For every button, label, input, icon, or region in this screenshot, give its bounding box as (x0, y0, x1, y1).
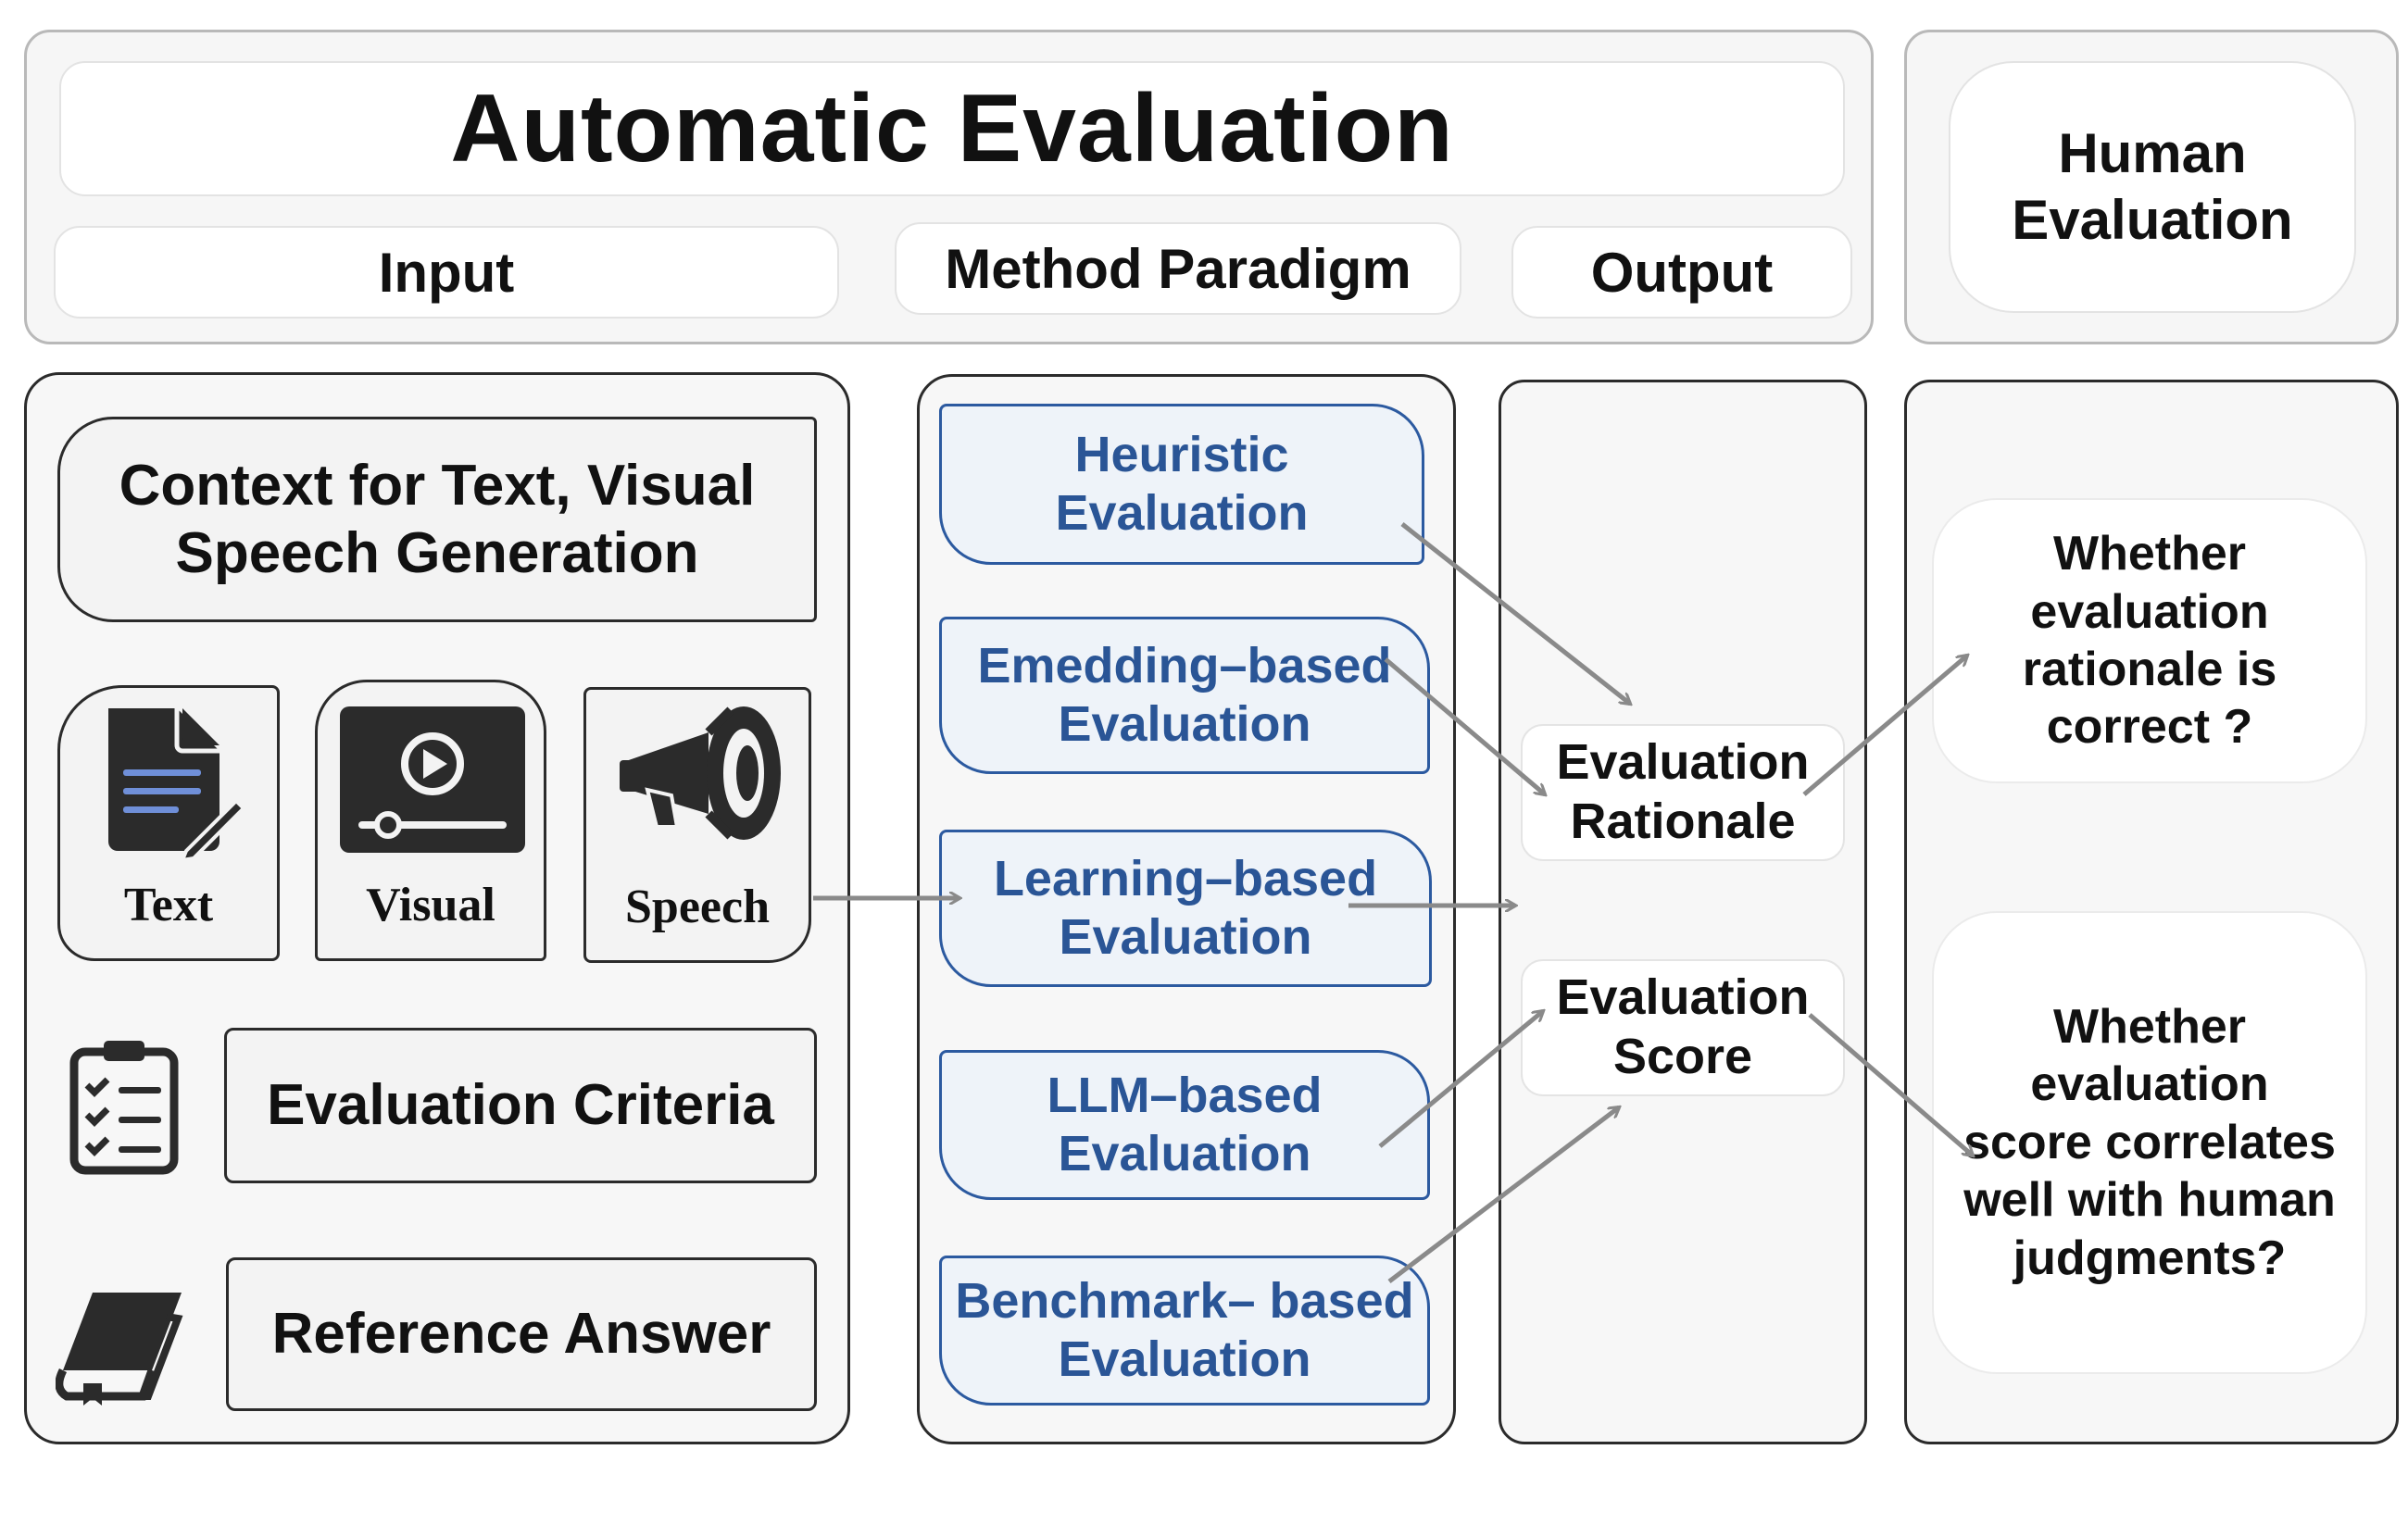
output-evaluation-score: Evaluation Score (1521, 959, 1845, 1096)
output-evaluation-rationale: Evaluation Rationale (1521, 724, 1845, 861)
megaphone-icon (620, 706, 781, 840)
speech-modality-card: Speech (583, 687, 811, 963)
header-output: Output (1511, 226, 1852, 319)
output-column (1499, 380, 1867, 1444)
reference-answer-box: Reference Answer (226, 1257, 817, 1411)
speech-modality-label: Speech (625, 881, 770, 933)
visual-modality-label: Visual (366, 879, 495, 931)
document-icon (108, 708, 245, 862)
method-learning-based-evaluation: Learning–based Evaluation (939, 830, 1432, 987)
video-player-icon (340, 706, 525, 853)
text-modality-label: Text (123, 879, 214, 931)
header-human-evaluation: Human Evaluation (1949, 61, 2356, 313)
text-modality-card: Text (57, 685, 280, 961)
context-box: Context for Text, Visual Speech Generati… (57, 417, 817, 622)
evaluation-criteria-box: Evaluation Criteria (224, 1028, 817, 1183)
method-embedding-based-evaluation: Emedding–based Evaluation (939, 617, 1430, 774)
method-benchmark-based-evaluation: Benchmark– based Evaluation (939, 1256, 1430, 1406)
book-icon (56, 1293, 183, 1406)
human-rationale-question: Whether evaluation rationale is correct … (1932, 498, 2367, 783)
visual-modality-card: Visual (315, 680, 546, 961)
header-method-paradigm: Method Paradigm (895, 222, 1461, 315)
method-llm-based-evaluation: LLM–based Evaluation (939, 1050, 1430, 1200)
page-title: Automatic Evaluation (59, 61, 1845, 196)
method-heuristic-evaluation: Heuristic Evaluation (939, 404, 1424, 565)
header-input: Input (54, 226, 839, 319)
checklist-icon (69, 1041, 179, 1175)
human-score-question: Whether evaluation score correlates well… (1932, 911, 2367, 1374)
